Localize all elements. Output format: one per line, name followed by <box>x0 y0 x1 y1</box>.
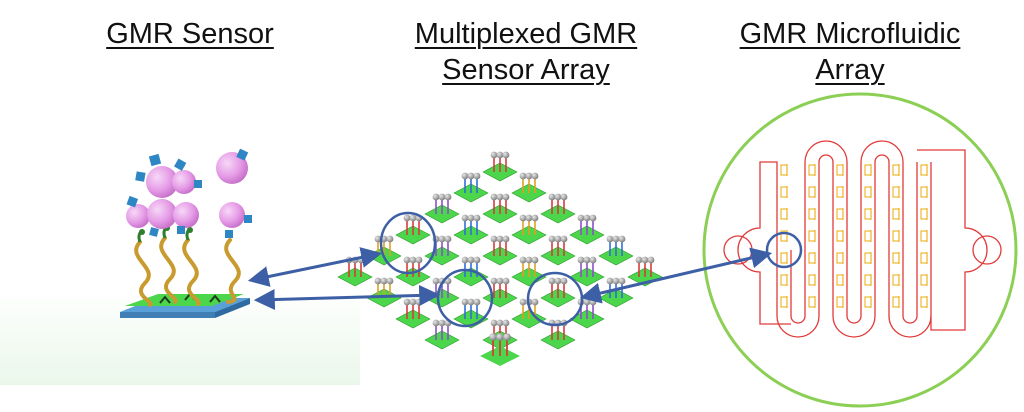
sensor-element <box>808 252 816 264</box>
sensor-element <box>808 230 816 242</box>
multiplexed-array-heading: Multiplexed GMR Sensor Array <box>376 16 676 88</box>
sensor-element <box>808 186 816 198</box>
array-chip <box>424 319 460 350</box>
sensor-element <box>808 274 816 286</box>
sensor-element <box>808 296 816 308</box>
tether-strands <box>134 236 241 307</box>
sensor-element <box>892 230 900 242</box>
array-chip <box>540 235 576 266</box>
array-chip <box>453 256 489 287</box>
sensor-element <box>836 274 844 286</box>
sensor-element <box>920 164 928 176</box>
array-chip <box>480 333 520 366</box>
double-headed-arrow-icon <box>247 247 383 287</box>
array-chip <box>453 214 489 245</box>
array-chip <box>511 172 547 203</box>
sensor-element <box>892 252 900 264</box>
array-chip <box>482 151 518 182</box>
array-chip <box>569 298 605 329</box>
array-chip <box>453 298 489 329</box>
gmr-sensor-illustration <box>0 148 360 385</box>
array-chip <box>366 235 402 266</box>
sensor-element <box>892 296 900 308</box>
array-chip <box>569 214 605 245</box>
lens-circle <box>702 92 1018 408</box>
sensor-element <box>780 296 788 308</box>
array-chip <box>540 319 576 350</box>
heading-line: Multiplexed GMR <box>414 18 638 50</box>
array-chip <box>540 193 576 224</box>
microfluidic-array-heading: GMR Microfluidic Array <box>700 16 1000 88</box>
sensor-element <box>836 296 844 308</box>
double-headed-arrow-icon <box>253 284 441 311</box>
sensor-element <box>920 230 928 242</box>
heading-line: GMR Sensor <box>106 18 274 50</box>
sensor-element <box>864 186 872 198</box>
array-chip <box>453 172 489 203</box>
array-chip <box>540 277 576 308</box>
array-chip <box>482 193 518 224</box>
sensor-element <box>780 252 788 264</box>
sensor-array-illustration <box>337 151 663 366</box>
sensor-element <box>836 230 844 242</box>
microfluidic-channel-illustration <box>702 92 1018 408</box>
chip-side <box>215 298 250 318</box>
array-chip <box>366 277 402 308</box>
heading-line: GMR Microfluidic <box>739 18 961 50</box>
sensor-element <box>836 252 844 264</box>
sensor-element <box>892 164 900 176</box>
sensor-element <box>780 186 788 198</box>
sensor-element <box>864 252 872 264</box>
sensor-element <box>836 186 844 198</box>
magnetic-beads <box>126 152 248 229</box>
sensor-element <box>920 274 928 286</box>
sensor-element <box>920 186 928 198</box>
sensor-element <box>808 164 816 176</box>
array-chip <box>482 235 518 266</box>
sensor-element <box>892 186 900 198</box>
heading-line: Sensor Array <box>442 54 610 86</box>
heading-line: Array <box>815 54 885 86</box>
sensor-element <box>864 296 872 308</box>
sensor-element <box>864 274 872 286</box>
sensor-element <box>920 252 928 264</box>
connector-arrows <box>247 247 773 311</box>
array-chip <box>511 214 547 245</box>
array-chip <box>395 298 431 329</box>
magnifier-circle-icon <box>379 211 437 275</box>
sensor-element <box>836 208 844 220</box>
sensor-element <box>780 208 788 220</box>
sensor-element <box>920 296 928 308</box>
sensor-element <box>892 208 900 220</box>
array-chip <box>598 235 634 266</box>
array-chip <box>424 193 460 224</box>
sensor-element <box>864 230 872 242</box>
gmr-sensor-heading: GMR Sensor <box>60 16 320 52</box>
sensor-element <box>836 164 844 176</box>
sensor-element <box>892 274 900 286</box>
sensor-element <box>780 164 788 176</box>
sensor-element <box>780 274 788 286</box>
array-chip <box>511 256 547 287</box>
antibody-cubes <box>126 148 252 238</box>
double-headed-arrow-icon <box>579 247 773 304</box>
sensor-element <box>920 208 928 220</box>
chip-edge <box>120 312 215 318</box>
sensor-element <box>864 164 872 176</box>
sensor-element <box>864 208 872 220</box>
sensor-element <box>808 208 816 220</box>
array-chip <box>395 214 431 245</box>
